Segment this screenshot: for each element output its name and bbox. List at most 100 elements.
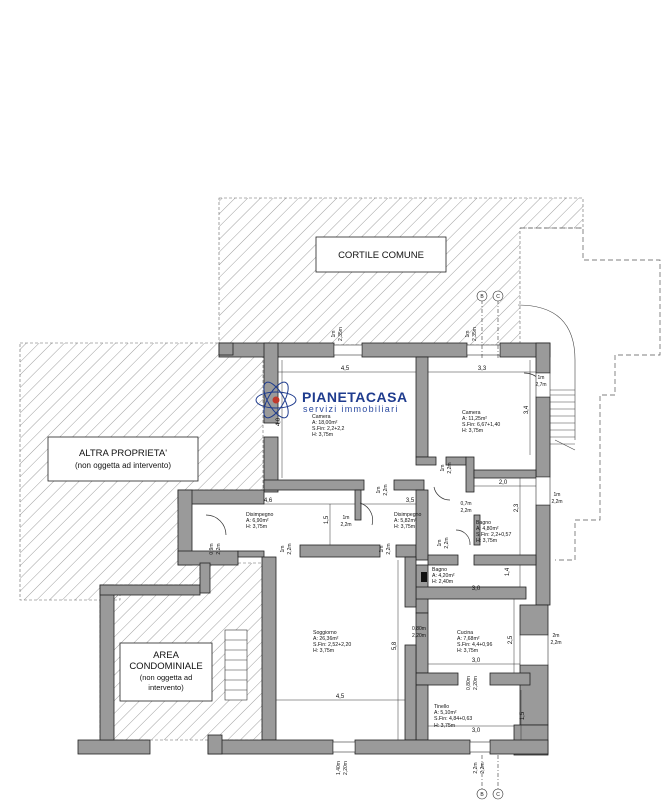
other-property-box	[47, 436, 199, 482]
room-camera1-height: H: 3,75m	[312, 432, 333, 438]
common-area-note-1: (non oggetta ad	[140, 673, 193, 682]
dim-camera1-height: 4,0	[276, 417, 282, 426]
other-property-note: (non oggetta ad intervento)	[75, 461, 171, 470]
room-cucina-name: Cucina	[457, 630, 473, 636]
common-area-box	[119, 642, 213, 702]
opening-sogg-door-top: 0,80m	[412, 626, 426, 632]
room-bagno2-name: Bagno	[432, 567, 447, 573]
opening-tin-door-bottom: 2,20m	[473, 676, 479, 690]
dim-camera2-width: 3,3	[478, 366, 487, 372]
room-bagno2-height: H: 2,40m	[432, 579, 453, 585]
grid-mark-b-bottom-label: B	[480, 792, 484, 798]
grid-mark-b-top-label: B	[480, 294, 484, 300]
room-dis2-name: Disimpegno	[394, 512, 422, 518]
common-stair	[224, 629, 248, 701]
exterior-stair-right	[517, 304, 576, 451]
room-bagno1-height: H: 3,75m	[476, 538, 497, 544]
opening-top-left-top: 1m	[331, 331, 337, 338]
opening-dis-top-top: 1m	[376, 487, 382, 494]
opening-dis2-bottom-top: 1m	[379, 546, 385, 553]
room-soggiorno-area: A: 26,36m²	[313, 636, 339, 642]
opening-tin-door-top: 0,80m	[466, 676, 472, 690]
room-camera1-name: Camera	[312, 414, 331, 420]
opening-right2-bottom: 2,2m	[550, 640, 561, 646]
room-dis1-area: A: 6,90m²	[246, 518, 269, 524]
room-dis2-height: H: 3,75m	[394, 524, 415, 530]
room-soggiorno-height: H: 3,75m	[313, 648, 334, 654]
grid-mark-c-bottom	[492, 788, 504, 800]
opening-right-bottom: 2,2m	[551, 499, 562, 505]
opening-bagno-left-top: 0,7m	[460, 501, 471, 507]
opening-dis1-bottom-top: 1m	[280, 546, 286, 553]
opening-cam2-right-bottom: 2,7m	[535, 382, 546, 388]
atom-icon	[255, 381, 297, 419]
opening-cam2-bottom-bottom: 2,2m	[447, 462, 453, 473]
dimension-lines	[192, 360, 536, 740]
opening-bottom-left-bottom: 2,20m	[343, 761, 349, 775]
dim-soggiorno-width: 4,5	[336, 694, 345, 700]
opening-bottom-left-top: 1,40m	[336, 761, 342, 775]
room-dis1-name: Disimpegno	[246, 512, 274, 518]
room-tinello-area: A: 5,10m²	[434, 710, 457, 716]
dim-camera1-width: 4,5	[341, 366, 350, 372]
dim-bagno2-width: 3,0	[472, 586, 481, 592]
courtyard-label-box	[315, 236, 447, 273]
opening-dis-top-bottom: 2,2m	[383, 484, 389, 495]
dim-bagno-width: 2,0	[499, 480, 508, 486]
dim-dis2-width: 3,5	[406, 498, 415, 504]
opening-stair-left-top: 0,9m	[209, 543, 215, 554]
room-bagno2-area: A: 4,20m²	[432, 573, 455, 579]
dim-cucina-width: 3,0	[472, 658, 481, 664]
opening-bottom-right-top: 2,2m	[473, 762, 479, 773]
room-cucina-height: H: 3,75m	[457, 648, 478, 654]
room-cucina-sfin: S.Fin: 4,4+0,96	[457, 642, 492, 648]
room-bagno1-sfin: S.Fin: 2,2+0,57	[476, 532, 511, 538]
opening-cam2-right-top: 1m	[538, 375, 545, 381]
common-area-title-2: CONDOMINIALE	[129, 661, 202, 672]
logo: PIANETACASA servizi immobiliari	[255, 381, 408, 419]
grid-mark-b-top	[476, 290, 488, 302]
room-tinello-height: H: 3,75m	[434, 723, 455, 729]
room-camera2-area: A: 11,25m²	[462, 416, 487, 422]
room-dis2-area: A: 5,82m²	[394, 518, 417, 524]
dim-tinello-width: 3,0	[472, 728, 481, 734]
room-cucina-area: A: 7,68m²	[457, 636, 480, 642]
grid-mark-b-bottom	[476, 788, 488, 800]
opening-bagno-door-bottom: 2,2m	[444, 537, 450, 548]
common-area-note-2: intervento)	[148, 683, 184, 692]
shower-marker	[421, 572, 427, 582]
room-soggiorno-name: Soggiorno	[313, 630, 337, 636]
opening-top-left-bottom: 2,35m	[338, 327, 344, 341]
dim-cucina-height: 2,5	[508, 635, 514, 644]
room-tinello-sfin: S.Fin: 4,84+0,63	[434, 716, 472, 722]
opening-cam2-bottom-top: 1m	[440, 465, 446, 472]
room-bagno1-name: Bagno	[476, 520, 491, 526]
opening-top-mid-top: 1m	[465, 331, 471, 338]
opening-sogg-door-bottom: 2,20m	[412, 633, 426, 639]
dim-dis1-height: 1,5	[324, 515, 330, 524]
room-camera2-name: Camera	[462, 410, 481, 416]
dim-dis1-width: 4,6	[264, 498, 273, 504]
opening-top-mid-bottom: 2,35m	[472, 327, 478, 341]
dim-camera2-height: 3,4	[524, 405, 530, 414]
room-camera1-area: A: 18,00m²	[312, 420, 338, 426]
opening-dis2-bottom-bottom: 2,2m	[386, 543, 392, 554]
dim-bagno-height: 2,3	[514, 503, 520, 512]
opening-right-top: 1m	[554, 492, 561, 498]
room-tinello-name: Tinello	[434, 704, 449, 710]
opening-bagno-left-bottom: 2,2m	[460, 508, 471, 514]
grid-mark-c-top	[492, 290, 504, 302]
grid-mark-c-top-label: C	[496, 294, 500, 300]
room-dis1-height: H: 3,75m	[246, 524, 267, 530]
grid-marks	[476, 290, 504, 800]
other-property-title: ALTRA PROPRIETA'	[79, 448, 167, 459]
opening-dis1-door-bottom: 2,2m	[340, 522, 351, 528]
room-camera2-sfin: S.Fin: 6,67+1,40	[462, 422, 500, 428]
property-boundary-right	[520, 227, 661, 561]
dim-soggiorno-height: 5,8	[392, 641, 398, 650]
logo-name: PIANETACASA	[302, 389, 408, 405]
logo-tagline: servizi immobiliari	[303, 404, 399, 414]
room-camera1-sfin: S.Fin: 2,2+2,2	[312, 426, 345, 432]
opening-bottom-right-bottom: 2,2m	[480, 762, 486, 773]
